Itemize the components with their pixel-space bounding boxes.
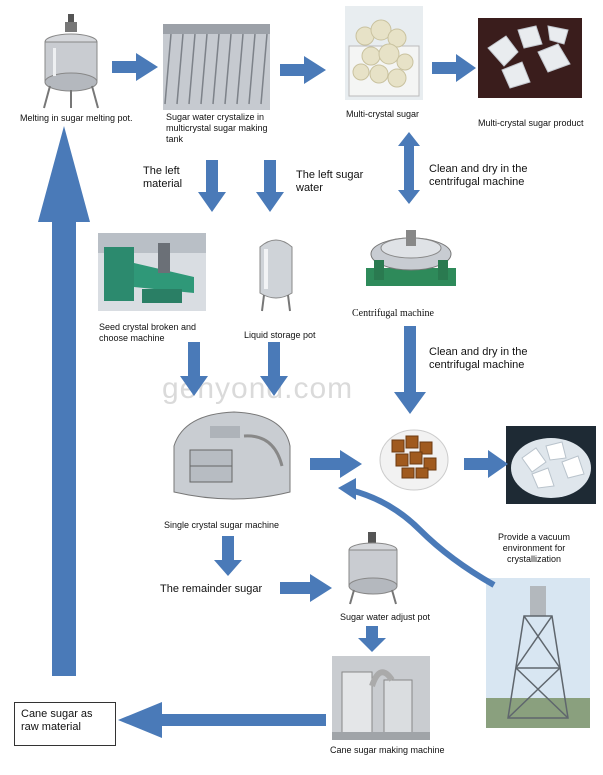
label-cane-machine: Cane sugar making machine [330, 745, 445, 755]
arrow-down-seed [180, 342, 208, 396]
brown-sugar-bowl-image [378, 418, 450, 494]
label-left-sugar-water: The left sugar water [296, 169, 364, 194]
curved-vacuum-arrow [349, 487, 496, 588]
arrow-up-big [38, 126, 90, 676]
label-adjust-pot: Sugar water adjust pot [340, 612, 431, 622]
arrow-left-bottom [118, 702, 326, 738]
melting-pot-image [38, 14, 104, 110]
adjust-pot-image [342, 532, 404, 606]
label-melting-pot: Melting in sugar melting pot. [20, 113, 133, 123]
label-vacuum: Provide a vacuum environment for crystal… [497, 532, 571, 564]
crystalize-tank-image [163, 24, 270, 110]
cane-raw-material-box: Cane sugar as raw material [14, 702, 116, 746]
label-multi-crystal: Multi-crystal sugar [346, 109, 420, 119]
label-seed-crystal: Seed crystal broken and choose machine [99, 322, 197, 343]
label-clean-dry-2: Clean and dry in the centrifugal machine [429, 346, 528, 371]
label-single-crystal: Single crystal sugar machine [164, 520, 280, 530]
arrow-down-centrifugal [394, 326, 426, 414]
arrow-down-left-water [256, 160, 284, 212]
label-liquid-pot: Liquid storage pot [244, 330, 316, 340]
liquid-storage-pot-image [252, 233, 300, 313]
multi-crystal-product-image [478, 18, 582, 98]
arrow-down-single [214, 536, 242, 576]
arrow-right-bowl [464, 450, 508, 478]
label-left-material: The left material [143, 165, 183, 190]
label-multi-product: Multi-crystal sugar product [478, 118, 584, 128]
label-remainder: The remainder sugar [160, 583, 263, 595]
label-crystalize-tank: Sugar water crystalize in multicrystal s… [166, 112, 268, 144]
label-clean-dry-1: Clean and dry in the centrifugal machine [429, 163, 528, 188]
single-crystal-product-image [506, 426, 596, 504]
centrifugal-machine-image [358, 224, 464, 294]
label-cane-raw: Cane sugar as raw material [21, 708, 93, 733]
cane-sugar-machine-image [332, 656, 430, 740]
single-crystal-machine-image [164, 406, 296, 512]
label-centrifugal: Centrifugal machine [352, 308, 434, 319]
vacuum-tower-image [486, 578, 590, 728]
multi-crystal-sugar-image [345, 6, 423, 100]
arrow-right-remainder [280, 574, 332, 602]
arrow-right-3 [432, 54, 476, 82]
arrow-down-liquid [260, 342, 288, 396]
arrow-right-2 [280, 56, 326, 84]
arrow-down-adjust [358, 626, 386, 652]
arrow-right-single [310, 450, 362, 478]
seed-crystal-machine-image [98, 233, 206, 311]
arrow-double-vertical [398, 132, 420, 204]
arrow-down-left-material [198, 160, 226, 212]
arrow-right-1 [112, 53, 158, 81]
